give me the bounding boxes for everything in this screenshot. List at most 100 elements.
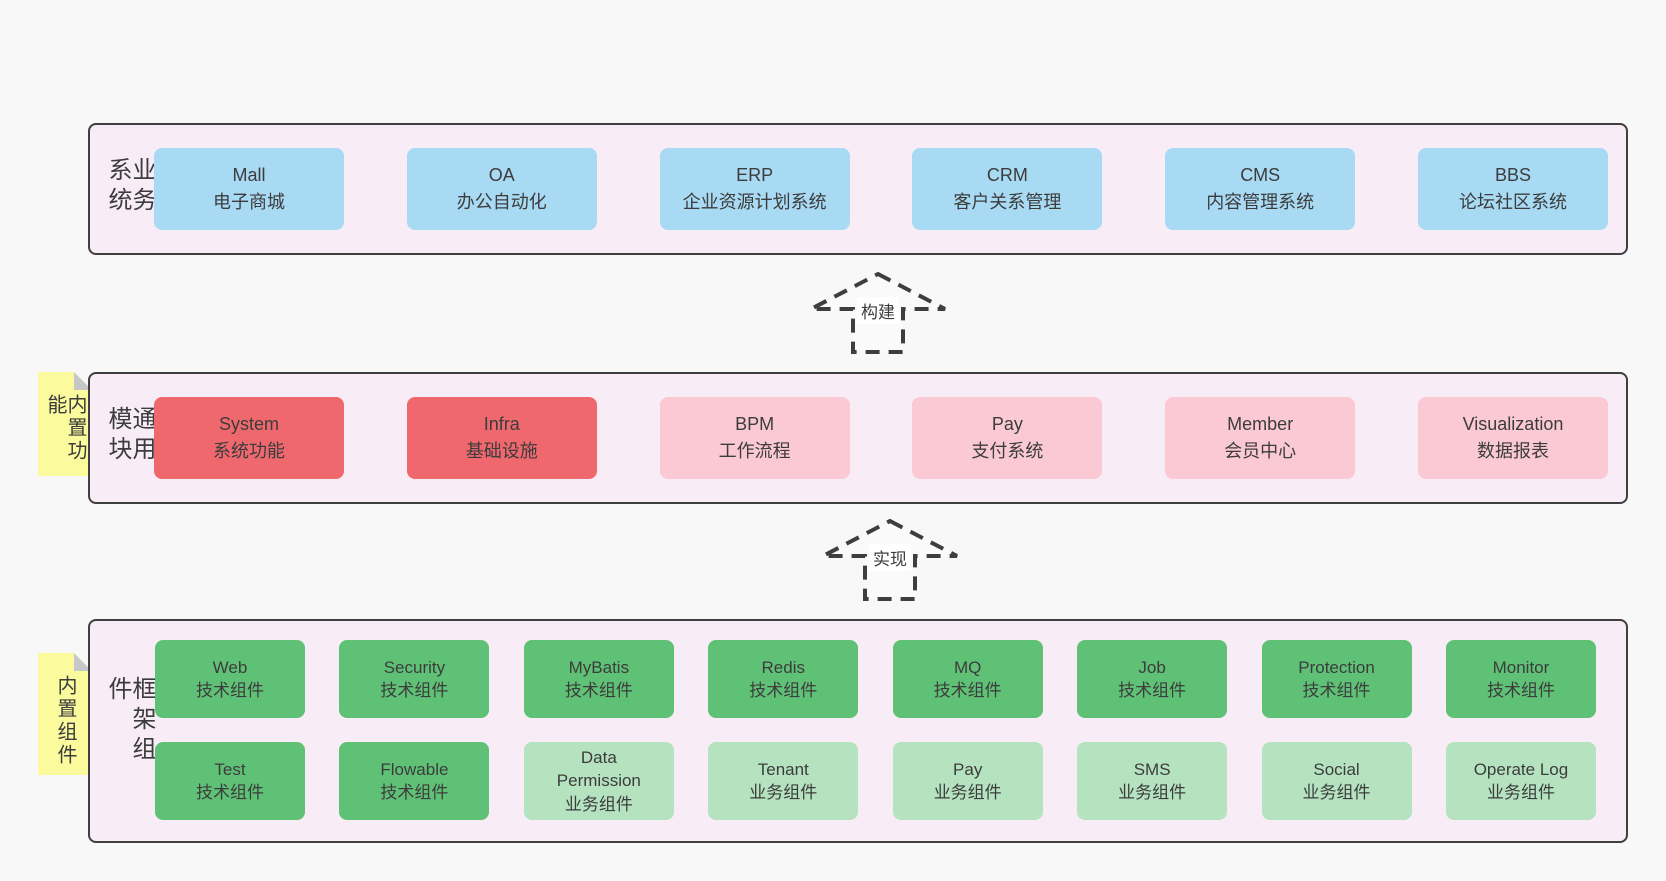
box-title: Tenant (757, 759, 809, 779)
box-title: Security (383, 657, 446, 677)
panel-label-business-systems: 业务系统 (104, 157, 155, 217)
box-tenant: Tenant 业务组件 (708, 742, 859, 820)
box-bpm: BPM 工作流程 (659, 397, 850, 479)
box-subtitle: 基础设施 (465, 441, 538, 461)
box-security: Security 技术组件 (339, 640, 490, 718)
box-subtitle: 企业资源计划系统 (682, 192, 827, 212)
box-mybatis: MyBatis 技术组件 (523, 640, 674, 718)
arrow-label: 构建 (857, 297, 899, 324)
sticky-note-text: 内置功能 (44, 394, 86, 463)
box-title: Test (214, 759, 246, 779)
box-oa: OA 办公自动化 (406, 148, 597, 230)
panel-framework-components: 框架组件 Web 技术组件 Security 技术组件 MyBatis 技术组件… (88, 619, 1628, 843)
box-operate-log: Operate Log 业务组件 (1445, 742, 1596, 820)
arrow-implement-up: 实现 (820, 518, 960, 602)
box-member: Member 会员中心 (1165, 397, 1356, 479)
box-redis: Redis 技术组件 (708, 640, 859, 718)
box-subtitle: 客户关系管理 (953, 192, 1062, 212)
box-bbs: BBS 论坛社区系统 (1417, 148, 1608, 230)
box-flowable: Flowable 技术组件 (339, 742, 490, 820)
box-title: Redis (761, 657, 805, 677)
box-subtitle: 技术组件 (1118, 681, 1187, 700)
box-subtitle: 业务组件 (933, 783, 1002, 802)
box-title: Infra (483, 414, 520, 434)
box-mall: Mall 电子商城 (154, 148, 344, 230)
box-title: SMS (1133, 759, 1171, 779)
box-title: CMS (1240, 165, 1281, 185)
box-title: Data Permission (556, 747, 641, 791)
box-title: Social (1313, 759, 1360, 779)
box-sms: SMS 业务组件 (1077, 742, 1228, 820)
box-web: Web 技术组件 (155, 640, 305, 718)
box-title: MyBatis (568, 657, 630, 677)
box-title: Monitor (1492, 657, 1550, 677)
box-subtitle: 技术组件 (1486, 681, 1555, 700)
box-title: Flowable (380, 759, 449, 779)
panel-label-common-modules: 通用模块 (104, 406, 155, 466)
box-subtitle: 数据报表 (1476, 441, 1549, 461)
arrow-label: 实现 (869, 544, 911, 571)
box-title: Mall (232, 165, 266, 185)
box-social: Social 业务组件 (1261, 742, 1412, 820)
modules-boxes-row: System 系统功能 Infra 基础设施 BPM 工作流程 Pay 支付系统… (154, 397, 1608, 479)
box-system: System 系统功能 (154, 397, 344, 479)
panel-business-systems: 业务系统 Mall 电子商城 OA 办公自动化 ERP 企业资源计划系统 CRM… (88, 123, 1628, 255)
box-title: Web (212, 657, 248, 677)
box-pay-system: Pay 支付系统 (912, 397, 1103, 479)
box-subtitle: 论坛社区系统 (1458, 192, 1567, 212)
box-subtitle: 技术组件 (564, 681, 633, 700)
box-subtitle: 工作流程 (718, 441, 791, 461)
box-title: Operate Log (1473, 759, 1569, 779)
box-infra: Infra 基础设施 (406, 397, 597, 479)
business-boxes-row: Mall 电子商城 OA 办公自动化 ERP 企业资源计划系统 CRM 客户关系… (154, 148, 1608, 230)
box-title: CRM (986, 165, 1028, 185)
box-subtitle: 内容管理系统 (1206, 192, 1315, 212)
box-subtitle: 技术组件 (380, 681, 449, 700)
box-subtitle: 系统功能 (213, 441, 285, 461)
sticky-note-text: 内置组件 (54, 675, 76, 767)
box-subtitle: 技术组件 (749, 681, 818, 700)
box-title: OA (488, 165, 515, 185)
box-crm: CRM 客户关系管理 (912, 148, 1103, 230)
box-subtitle: 技术组件 (196, 681, 264, 700)
box-title: MQ (953, 657, 982, 677)
components-row-2: Test 技术组件 Flowable 技术组件 Data Permission … (155, 742, 1596, 820)
box-erp: ERP 企业资源计划系统 (659, 148, 850, 230)
box-title: Visualization (1462, 414, 1564, 434)
panel-common-modules: 通用模块 System 系统功能 Infra 基础设施 BPM 工作流程 Pay… (88, 372, 1628, 504)
box-subtitle: 业务组件 (1302, 783, 1371, 802)
box-subtitle: 电子商城 (213, 192, 285, 212)
box-monitor: Monitor 技术组件 (1445, 640, 1596, 718)
box-title: Pay (991, 414, 1023, 434)
box-visualization: Visualization 数据报表 (1417, 397, 1608, 479)
box-cms: CMS 内容管理系统 (1165, 148, 1356, 230)
box-title: System (218, 414, 279, 434)
sticky-note-built-in-components: 内置组件 (38, 653, 92, 775)
panel-label-framework-components: 框架组件 (104, 676, 155, 766)
box-job: Job 技术组件 (1077, 640, 1228, 718)
box-subtitle: 业务组件 (564, 794, 633, 814)
box-title: ERP (736, 165, 774, 185)
box-data-permission: Data Permission 业务组件 (523, 742, 674, 820)
box-subtitle: 技术组件 (1302, 681, 1371, 700)
box-test: Test 技术组件 (155, 742, 305, 820)
box-title: Pay (953, 759, 983, 779)
box-protection: Protection 技术组件 (1261, 640, 1412, 718)
arrow-build-up: 构建 (808, 271, 948, 355)
box-title: BPM (735, 414, 775, 434)
box-title: Job (1138, 657, 1166, 677)
box-title: Protection (1298, 657, 1375, 677)
box-subtitle: 技术组件 (196, 783, 264, 802)
box-pay-component: Pay 业务组件 (892, 742, 1043, 820)
box-subtitle: 支付系统 (971, 441, 1044, 461)
box-subtitle: 技术组件 (380, 783, 449, 802)
components-row-1: Web 技术组件 Security 技术组件 MyBatis 技术组件 Redi… (155, 640, 1596, 718)
box-subtitle: 业务组件 (749, 783, 818, 802)
box-subtitle: 业务组件 (1486, 783, 1555, 802)
box-mq: MQ 技术组件 (892, 640, 1043, 718)
box-title: Member (1227, 414, 1294, 434)
box-subtitle: 业务组件 (1118, 783, 1187, 802)
box-title: BBS (1494, 165, 1531, 185)
box-subtitle: 办公自动化 (456, 192, 547, 212)
